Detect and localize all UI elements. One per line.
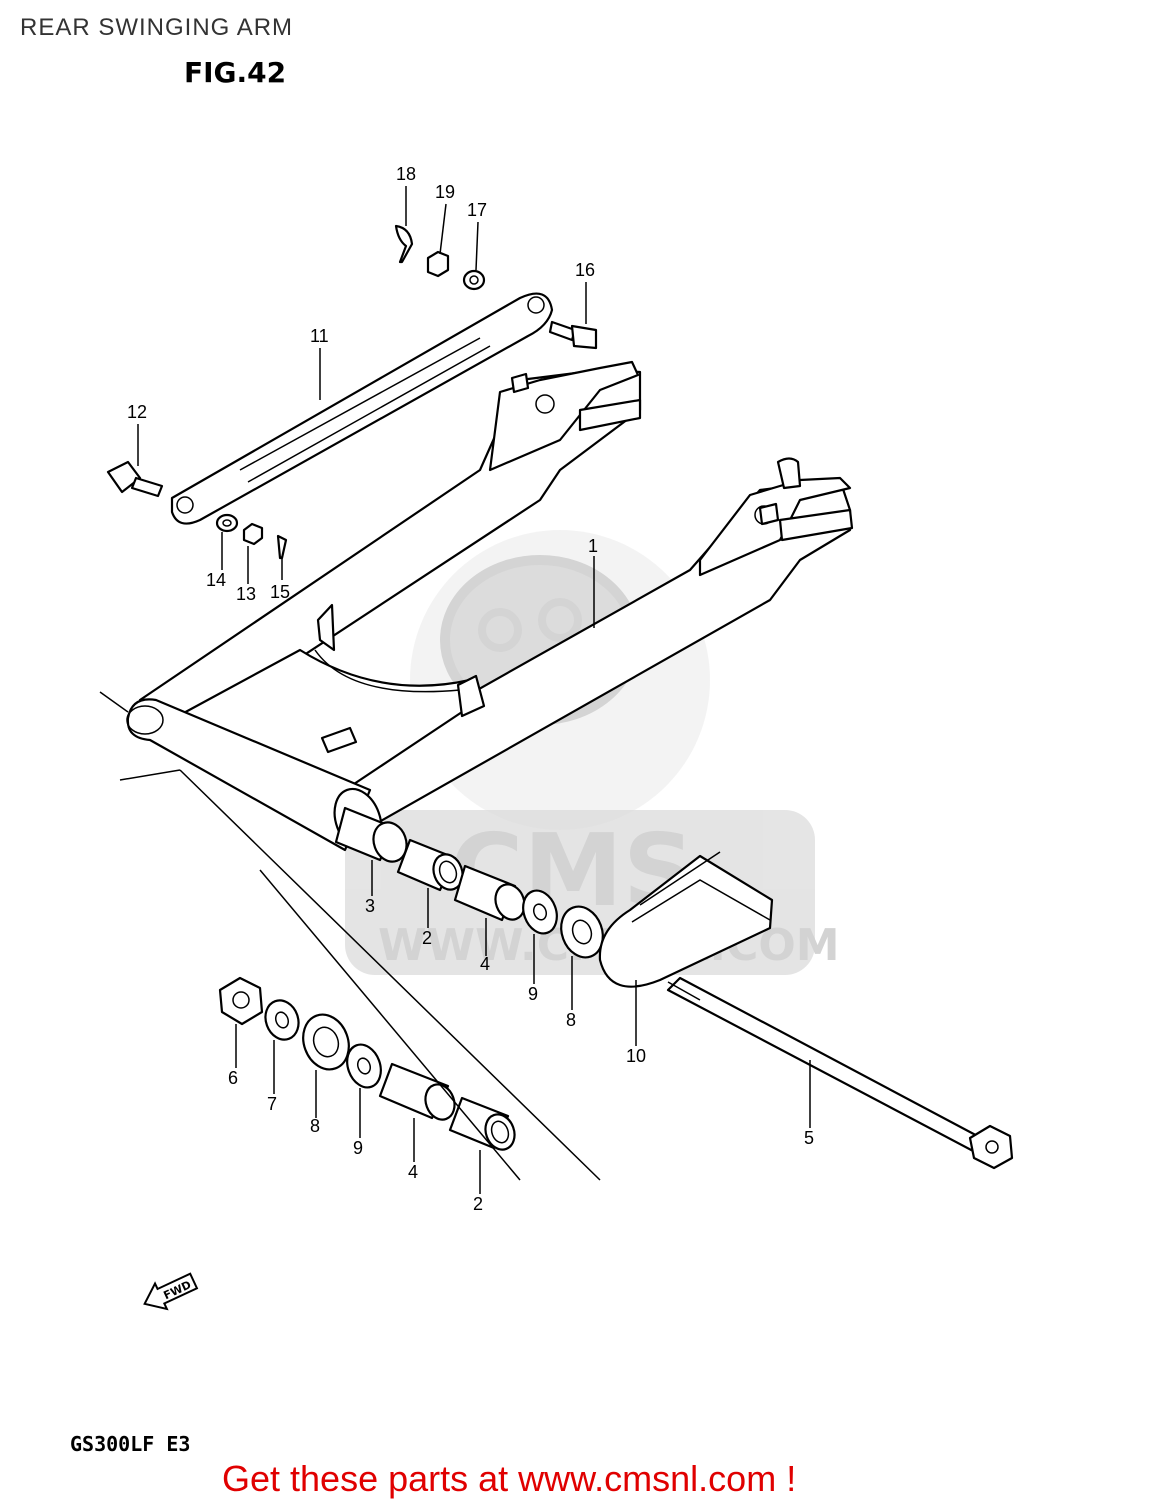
model-code: GS300LF E3 xyxy=(70,1432,191,1456)
assembly-guide-lines xyxy=(99,691,601,1181)
callout-18: 18 xyxy=(396,164,416,184)
fwd-arrow-icon: FWD xyxy=(143,1272,199,1311)
callout-2-left: 2 xyxy=(473,1194,483,1214)
part-15-cotter-pin xyxy=(276,534,288,560)
promo-link[interactable]: Get these parts at www.cmsnl.com ! xyxy=(222,1458,797,1499)
callout-19: 19 xyxy=(435,182,455,202)
part-16-bolt xyxy=(548,320,598,350)
callout-4-right: 4 xyxy=(480,954,490,974)
part-2-bearing-left xyxy=(448,1096,516,1151)
part-17-washer xyxy=(462,269,486,291)
leader-lines xyxy=(137,186,811,1194)
callout-13: 13 xyxy=(236,584,256,604)
callout-7: 7 xyxy=(267,1094,277,1114)
part-9-washer xyxy=(522,889,558,935)
callout-9-right: 9 xyxy=(528,984,538,1004)
figure-label: FIG.42 xyxy=(184,56,287,89)
callout-6: 6 xyxy=(228,1068,238,1088)
part-18-cotter-pin xyxy=(394,224,414,264)
part-5-pivot-shaft xyxy=(666,976,1014,1170)
part-1-swinging-arm xyxy=(126,360,854,853)
callout-4-left: 4 xyxy=(408,1162,418,1182)
part-3-spacer xyxy=(334,806,408,863)
part-19-nut xyxy=(426,250,450,278)
part-13-nut xyxy=(242,522,264,546)
callout-11: 11 xyxy=(310,326,329,346)
callout-16: 16 xyxy=(575,260,595,280)
part-8-seal-left xyxy=(302,1013,350,1071)
part-12-bolt xyxy=(106,460,164,498)
callout-1: 1 xyxy=(588,536,598,556)
callout-9-left: 9 xyxy=(353,1138,363,1158)
callout-10: 10 xyxy=(626,1046,646,1066)
part-4-spacer xyxy=(453,864,526,922)
part-7-washer xyxy=(264,999,300,1041)
part-11-stay-bar xyxy=(170,292,554,525)
part-8-seal xyxy=(560,905,604,959)
part-10-chain-buffer xyxy=(598,851,774,988)
callout-labels: 18 19 17 16 11 12 14 13 15 1 3 2 4 9 8 1… xyxy=(127,164,814,1214)
part-9-washer-left xyxy=(346,1043,382,1089)
callout-3: 3 xyxy=(365,896,375,916)
callout-5: 5 xyxy=(804,1128,814,1148)
part-2-bearing xyxy=(396,838,464,892)
part-6-nut xyxy=(218,976,264,1026)
callout-17: 17 xyxy=(467,200,487,220)
callout-8-left: 8 xyxy=(310,1116,320,1136)
callout-2-right: 2 xyxy=(422,928,432,948)
page-title: REAR SWINGING ARM xyxy=(20,14,294,41)
callout-15: 15 xyxy=(270,582,290,602)
part-14-washer xyxy=(215,513,239,533)
callout-8-right: 8 xyxy=(566,1010,576,1030)
callout-12: 12 xyxy=(127,402,147,422)
callout-14: 14 xyxy=(206,570,226,590)
